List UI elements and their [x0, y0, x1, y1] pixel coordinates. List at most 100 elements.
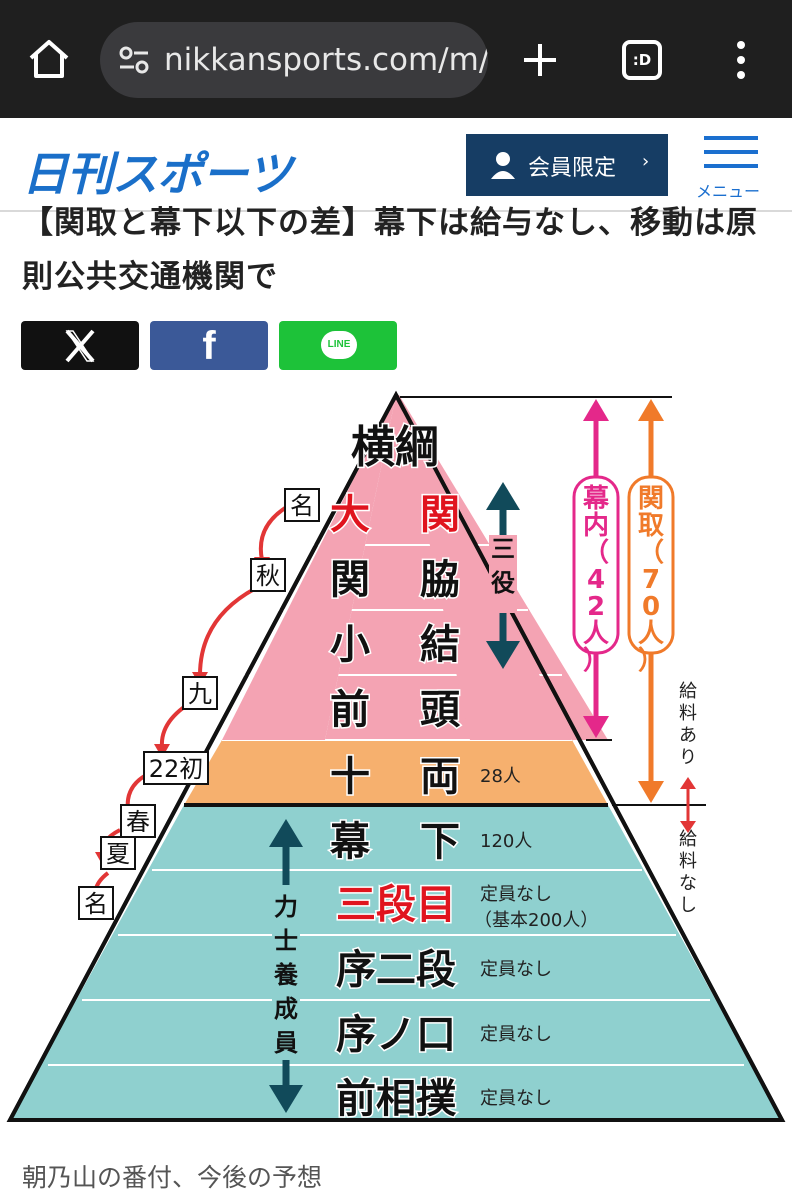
rank-count-6: 120人: [480, 831, 532, 852]
forecast-box-0: [284, 488, 320, 522]
rank-count-10: 定員なし: [480, 1088, 552, 1109]
forecast-box-5: [100, 836, 136, 870]
member-only-button[interactable]: 会員限定 ›: [466, 134, 668, 196]
rank-8: 序二段: [336, 947, 456, 993]
forecast-label-3: 22初: [149, 755, 204, 783]
banzuke-pyramid-graphic: 横綱大関関脇小結前頭十両幕下三段目序二段序ノ口前相撲 28人120人定員なし（基…: [6, 390, 786, 1124]
forecast-box-3: [143, 751, 209, 785]
rank-1: 大: [330, 492, 370, 538]
menu-button[interactable]: メニュー: [694, 132, 774, 202]
tab-switcher-button[interactable]: :D: [622, 40, 662, 80]
makuuchi-char: 内: [583, 511, 609, 541]
share-facebook-button[interactable]: f: [150, 321, 268, 370]
sekitori-char: 関: [638, 484, 664, 514]
rank-4: 前: [330, 687, 370, 733]
tier-juryo: [184, 740, 608, 805]
rank-count-8: 定員なし: [480, 959, 552, 980]
rank-9: 序ノ口: [336, 1012, 456, 1058]
makuuchi-char: （: [583, 538, 609, 568]
hamburger-bar: [704, 164, 758, 168]
rank-count-7: 定員なし: [480, 884, 552, 905]
sekitori-arrow: [627, 399, 675, 803]
rank-labels: 横綱大関関脇小結前頭十両幕下三段目序二段序ノ口前相撲: [328, 421, 463, 1124]
forecast-label-6: 名: [84, 890, 108, 918]
address-bar[interactable]: nikkansports.com/m/: [100, 22, 488, 98]
forecast-label-4: 春: [126, 808, 150, 836]
salary-char: 給: [679, 681, 697, 702]
salary-char: あ: [679, 725, 697, 746]
forecast-label-1: 秋: [256, 562, 280, 590]
sekitori-char: 取: [638, 511, 664, 541]
trainee-char: 員: [273, 1029, 298, 1057]
rank-3-b: 結: [420, 622, 460, 668]
range-guide-lines: [400, 396, 706, 806]
tier-fill-left: [222, 395, 396, 740]
trainee-char: 養: [274, 961, 298, 989]
site-logo[interactable]: 日刊スポーツ: [22, 147, 292, 201]
salary-divider-arrow: [680, 777, 696, 833]
forecast-box-6: [78, 886, 114, 920]
salary-char: な: [679, 873, 697, 894]
person-icon: [491, 152, 515, 179]
line-logo-icon: LINE: [321, 331, 357, 359]
tier-trainee: [10, 805, 782, 1120]
makuuchi-arrow: [572, 399, 620, 738]
rank-3: 小: [330, 622, 370, 668]
sekitori-label: 関取（70人）: [638, 484, 664, 676]
sekitori-char: 7: [642, 565, 660, 595]
rank-5: 十: [330, 754, 370, 800]
rank-4-b: 頭: [420, 687, 461, 733]
sekitori-char: ）: [638, 646, 664, 676]
salary-char: り: [679, 747, 697, 768]
article-headline: 【関取と幕下以下の差】幕下は給与なし、移動は原則公共交通機関で: [22, 205, 758, 295]
site-header: 日刊スポーツ 会員限定 › メニュー: [0, 118, 792, 212]
share-x-button[interactable]: [21, 321, 139, 370]
makuuchi-label: 幕内（42人）: [582, 484, 610, 676]
sekitori-char: 人: [638, 619, 664, 649]
sanyaku-label: 三: [491, 535, 515, 563]
new-tab-icon[interactable]: [520, 40, 560, 80]
rank-6: 幕: [329, 819, 371, 865]
rank-count2-7: （基本200人）: [474, 910, 598, 931]
forecast-box-4: [120, 804, 156, 838]
makuuchi-char: 2: [587, 592, 605, 622]
chevron-right-icon: ›: [642, 151, 650, 172]
trainee-char: 成: [274, 995, 298, 1023]
salary-char: 料: [679, 851, 697, 872]
sanyaku-arrow: [486, 482, 520, 669]
hamburger-bar: [704, 150, 758, 154]
menu-label: メニュー: [696, 182, 761, 201]
member-label: 会員限定: [528, 156, 617, 181]
browser-toolbar: nikkansports.com/m/ :D: [0, 0, 792, 118]
url-text: nikkansports.com/m/: [164, 42, 488, 78]
more-options-icon[interactable]: [730, 40, 752, 80]
forecast-box-1: [250, 558, 286, 592]
salary-char: 給: [679, 829, 697, 850]
makuuchi-char: 幕: [582, 484, 610, 514]
makuuchi-char: ）: [583, 646, 609, 676]
rank-count-5: 28人: [480, 766, 521, 787]
rank-10: 前相撲: [336, 1076, 457, 1122]
makuuchi-char: 人: [583, 619, 609, 649]
hamburger-icon: [704, 136, 758, 140]
x-logo-icon: [65, 329, 95, 363]
forecast-box-2: [182, 676, 218, 710]
rank-1-b: 関: [420, 492, 460, 538]
salary-char: し: [679, 895, 697, 916]
share-line-button[interactable]: LINE: [279, 321, 397, 370]
rank-2: 関: [330, 557, 370, 603]
rank-count-9: 定員なし: [480, 1024, 552, 1045]
sekitori-char: （: [638, 538, 664, 568]
sekitori-char: 0: [642, 592, 660, 622]
rank-7: 三段目: [336, 882, 456, 928]
makuuchi-char: 4: [587, 565, 605, 595]
trainee-char: 士: [274, 927, 298, 955]
forecast-label-0: 名: [290, 492, 314, 520]
rank-6-b: 下: [420, 819, 460, 865]
sanyaku-label-2: 役: [491, 569, 515, 597]
home-icon[interactable]: [26, 36, 72, 82]
site-settings-icon[interactable]: [116, 42, 152, 78]
trainee-char: 力: [274, 893, 298, 921]
